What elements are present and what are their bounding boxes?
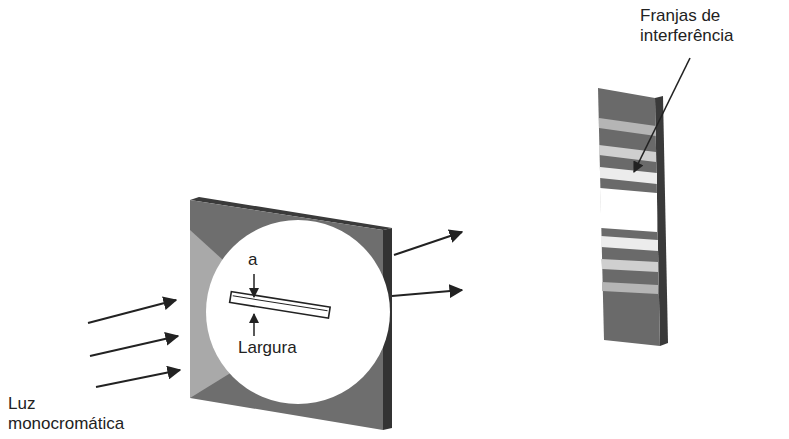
slit-width-symbol: a: [248, 250, 257, 270]
screen-label: Franjas de interferência: [640, 6, 780, 45]
leader-arrow: [634, 58, 690, 172]
slit-plate: [190, 197, 392, 430]
width-label: Largura: [238, 338, 297, 358]
diffracted-arrows: [392, 232, 462, 296]
light-arrows: [88, 300, 180, 387]
light-label: Luz monocromática: [8, 394, 136, 433]
width-arrows: [253, 274, 255, 336]
fringe-screen: [598, 88, 668, 346]
